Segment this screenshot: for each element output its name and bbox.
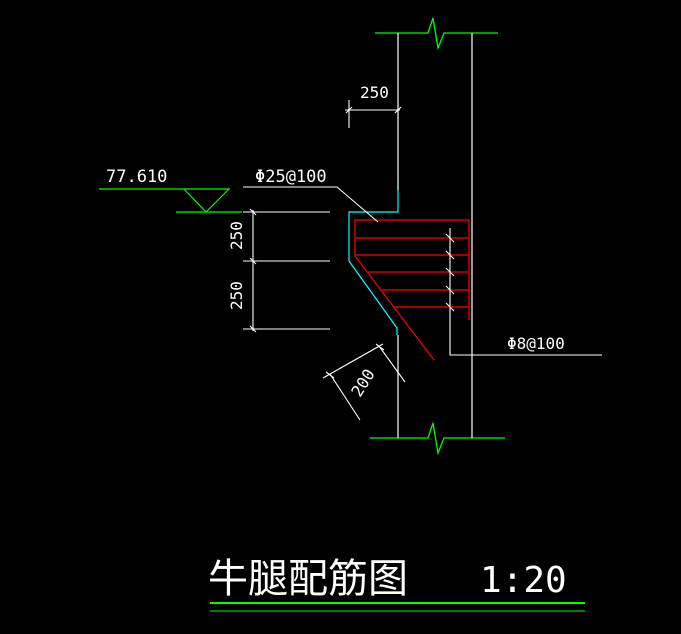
drawing-title: 牛腿配筋图 <box>208 556 408 602</box>
dim-200-diagonal: 200 <box>347 366 378 401</box>
vertical-dimension <box>243 208 330 333</box>
dim-250-upper: 250 <box>227 221 246 250</box>
elevation-label: 77.610 <box>106 167 167 187</box>
diagonal-dimension <box>322 343 406 421</box>
dim-250-lower: 250 <box>227 281 246 310</box>
column-break-bottom <box>370 422 505 456</box>
drawing-scale: 1:20 <box>480 560 567 601</box>
top-dimension <box>345 100 402 128</box>
top-rebar-label: Φ25@100 <box>255 167 327 187</box>
stirrup-label: Φ8@100 <box>507 334 565 353</box>
top-rebar-leader <box>243 186 379 223</box>
dim-250-top: 250 <box>360 83 389 102</box>
column-break-top <box>375 17 498 51</box>
main-rebar <box>354 219 470 361</box>
stirrup-leader <box>445 228 602 356</box>
elevation-mark <box>99 188 242 213</box>
column-outline <box>397 33 473 438</box>
corbel-outline <box>348 190 399 335</box>
